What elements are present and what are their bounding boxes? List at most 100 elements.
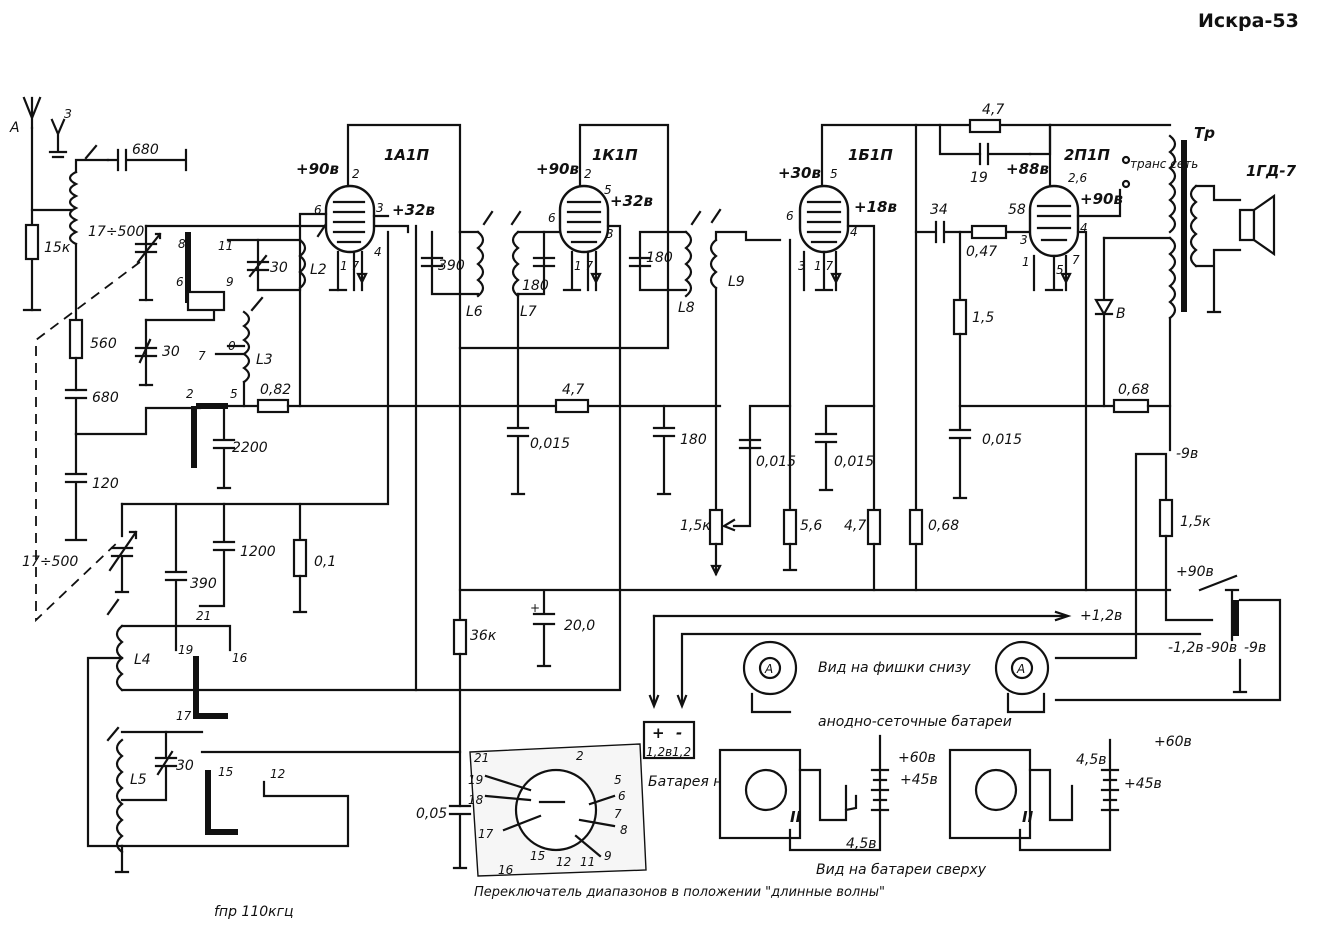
contact-15: 15 bbox=[218, 765, 233, 779]
capacitor-390-low-label: 390 bbox=[190, 576, 217, 592]
resistor-15k-b-label: 1,5к bbox=[1180, 514, 1211, 530]
tube2-pin-6: 6 bbox=[548, 211, 556, 225]
tube3-pin-3: 3 bbox=[798, 259, 806, 273]
capacitor-0015-b-label: 0,015 bbox=[756, 454, 796, 470]
schematic-title: Искра-53 bbox=[1198, 10, 1299, 32]
tube4-pin-5: 5 bbox=[1056, 263, 1064, 277]
capacitor-34-label: 34 bbox=[930, 202, 948, 218]
contact-19: 19 bbox=[178, 643, 193, 657]
tube-1b1p-screen-voltage: +18в bbox=[854, 198, 897, 216]
tube1-pin-4: 4 bbox=[374, 245, 382, 259]
resistor-068-a-label: 0,68 bbox=[928, 518, 959, 534]
switch-right-label: -9в bbox=[1244, 640, 1266, 656]
resistor-47-b bbox=[866, 508, 882, 546]
resistor-560-label: 560 bbox=[90, 336, 117, 352]
tube-1a1p-anode-voltage: +90в bbox=[296, 160, 339, 178]
tube2-pin-2: 2 bbox=[584, 167, 592, 181]
tube-1a1p-screen-voltage: +32в bbox=[392, 201, 435, 219]
if-frequency-note: fпр 110кгц bbox=[214, 904, 293, 920]
contact-6: 6 bbox=[176, 275, 184, 289]
tube2-pin-5: 5 bbox=[604, 183, 612, 197]
capacitor-19-label: 19 bbox=[970, 170, 988, 186]
tube-2p1p: 4,7 19 +88в 34 58 0,47 1,5 0,015 2П1П +9… bbox=[914, 102, 1172, 592]
capacitor-0015-d-label: 0,015 bbox=[982, 432, 1022, 448]
filament-v2: 1,2 bbox=[672, 745, 691, 759]
output-transformer: Тр транс сеть 1ГД-7 -9в 1,5к +90в -1,2в … bbox=[648, 124, 1297, 709]
capacitor-0015-a-label: 0,015 bbox=[530, 436, 570, 452]
anode-batteries: +60в +45в 4,5в II 4,5в +60в +45в II Вид … bbox=[718, 734, 1192, 878]
tube2-pin-3: 3 bbox=[606, 227, 614, 241]
resistor-15-label: 1,5 bbox=[972, 310, 994, 326]
filament-v1: 1,2в bbox=[646, 745, 672, 759]
plug-views: А А Вид на фишки снизу анодно-сеточные б… bbox=[742, 640, 1050, 730]
capacitor-180-l7-label: 180 bbox=[522, 278, 549, 294]
capacitor-20-label: 20,0 bbox=[564, 618, 595, 634]
switch-mid-label: -90в bbox=[1206, 640, 1237, 656]
tube-1k1p: 180 L7 +90в 1К1П +32в 2 5 6 3 1 7 180 L8… bbox=[414, 123, 782, 692]
transformer-tap-label: транс сеть bbox=[1130, 157, 1198, 171]
ground-terminal-label: З bbox=[64, 107, 72, 121]
battery-v45: +45в bbox=[900, 772, 938, 788]
speaker-label: 1ГД-7 bbox=[1246, 162, 1297, 180]
tube3-pin-5: 5 bbox=[830, 167, 838, 181]
tube-2p1p-screen-voltage: +90в bbox=[1080, 190, 1123, 208]
resistor-47-top-label: 4,7 bbox=[982, 102, 1004, 118]
tube-1a1p-type: 1А1П bbox=[384, 146, 429, 164]
resistor-068-b bbox=[1112, 398, 1150, 414]
resistor-56-label: 5,6 bbox=[800, 518, 822, 534]
resistor-47-mid bbox=[554, 398, 590, 414]
trimmer-30-l2-label: 30 bbox=[270, 260, 288, 276]
trimmer-30-label: 30 bbox=[162, 344, 180, 360]
band-switch-caption: Переключатель диапазонов в положении "дл… bbox=[474, 885, 885, 900]
contact-5: 5 bbox=[230, 387, 238, 401]
resistor-47-top bbox=[968, 118, 1002, 134]
resistor-56 bbox=[782, 508, 798, 546]
contact-12: 12 bbox=[270, 767, 285, 781]
contact-8: 8 bbox=[178, 237, 186, 251]
resistor-082-label: 0,82 bbox=[260, 382, 291, 398]
resistor-15 bbox=[952, 298, 968, 336]
coil-l7-label: L7 bbox=[520, 304, 537, 320]
filament-minus: - bbox=[676, 724, 682, 742]
battery-v45c: 4,5в bbox=[1076, 752, 1107, 768]
supply-plus90-label: +90в bbox=[1176, 564, 1214, 580]
coil-l4-label: L4 bbox=[134, 652, 151, 668]
variable-capacitor-top-label: 17÷500 bbox=[88, 224, 144, 240]
contact-21: 21 bbox=[196, 609, 211, 623]
svg-text:А: А bbox=[1016, 662, 1025, 676]
supply-minus9-label: -9в bbox=[1176, 446, 1198, 462]
tube2-pin-17: 1 7 bbox=[574, 259, 593, 273]
band-switch-num: 5 bbox=[614, 773, 622, 787]
if-stage-l6: 390 L6 bbox=[420, 210, 670, 624]
decoupling-section: 4,7 0,015 180 36к + 20,0 0,05 bbox=[416, 382, 1172, 870]
resistor-58-label: 58 bbox=[1008, 202, 1026, 218]
capacitor-120-label: 120 bbox=[92, 476, 119, 492]
volume-potentiometer bbox=[708, 508, 724, 546]
tube-1k1p-screen-voltage: +32в bbox=[610, 192, 653, 210]
capacitor-1200-label: 1200 bbox=[240, 544, 276, 560]
tube1-pin-2: 2 bbox=[352, 167, 360, 181]
band-switch-num: 19 bbox=[468, 773, 483, 787]
tube4-pin-26: 2,6 bbox=[1068, 171, 1087, 185]
band-switch-num: 18 bbox=[468, 793, 484, 807]
tube3-pin-17: 1 7 bbox=[814, 259, 833, 273]
band-switch-num: 9 bbox=[604, 849, 612, 863]
variable-capacitor-bottom-label: 17÷500 bbox=[22, 554, 78, 570]
resistor-01-label: 0,1 bbox=[314, 554, 336, 570]
contact-7: 7 bbox=[198, 349, 206, 363]
battery-roman-right: II bbox=[1022, 808, 1034, 826]
capacitor-390-l6-label: 390 bbox=[438, 258, 465, 274]
resistor-36k bbox=[452, 618, 468, 656]
resistor-047-label: 0,47 bbox=[966, 244, 997, 260]
capacitor-680-top-label: 680 bbox=[132, 142, 159, 158]
tuning-section: 17÷500 30 8 6 9 11 7 0 30 L2 L3 2 5 bbox=[35, 222, 722, 623]
coil-l3-label: L3 bbox=[256, 352, 273, 368]
band-switch-num: 12 bbox=[556, 855, 571, 869]
filament-plus: + bbox=[652, 724, 665, 742]
contact-11: 11 bbox=[218, 239, 233, 253]
resistor-082 bbox=[256, 398, 290, 414]
volume-potentiometer-label: 1,5к bbox=[680, 518, 711, 534]
antenna-input: А З 15к 680 560 680 120 bbox=[9, 96, 188, 542]
band-switch-num: 17 bbox=[478, 827, 494, 841]
battery-v45b: 4,5в bbox=[846, 836, 877, 852]
